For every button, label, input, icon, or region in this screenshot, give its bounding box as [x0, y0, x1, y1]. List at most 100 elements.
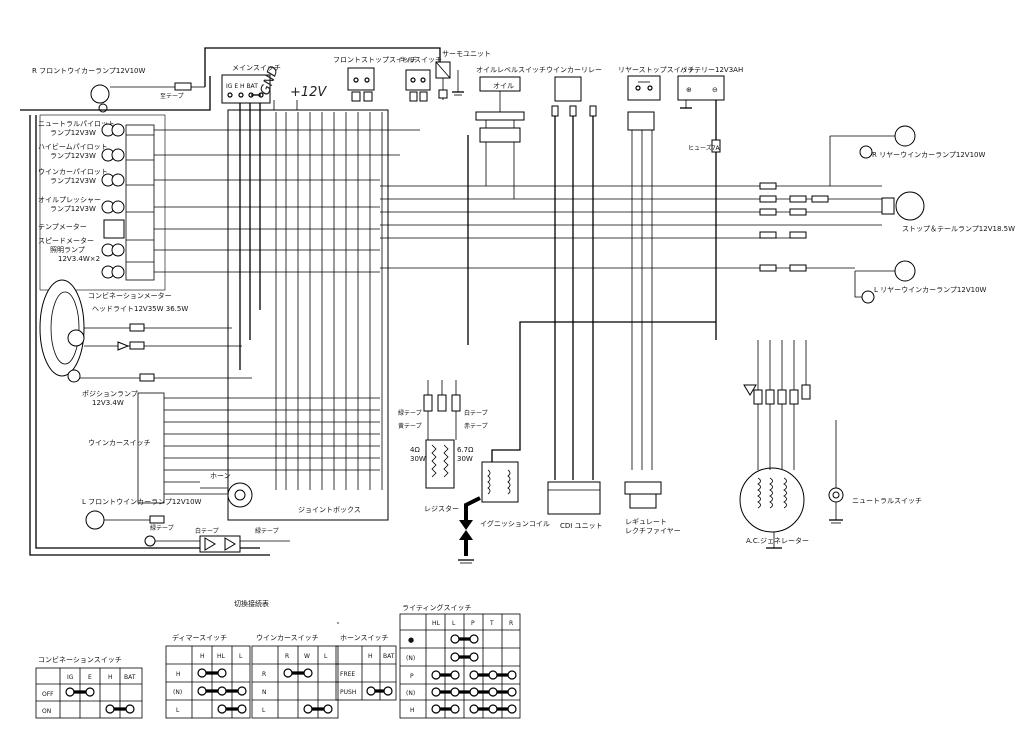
svg-text:H: H — [410, 707, 415, 714]
resistor-1-watt: 30W — [410, 455, 426, 463]
svg-text:E: E — [88, 674, 92, 681]
thermo-unit-label: サーモユニット — [442, 50, 491, 58]
svg-text:W: W — [304, 653, 310, 660]
svg-text:⊕: ⊕ — [686, 86, 692, 94]
position-lamp-label-b: 12V3.4W — [92, 399, 124, 407]
svg-text:(N): (N) — [406, 655, 415, 662]
svg-text:●: ● — [408, 636, 414, 644]
stop-tail-lamp: ストップ＆テールランプ12V18.5W — [881, 191, 1015, 233]
headlight-label: ヘッドライト12V35W 36.5W — [92, 305, 188, 313]
rear-harness — [380, 136, 882, 298]
harness-horizontals — [144, 129, 420, 471]
main-switch-label: メインスイッチ — [232, 64, 281, 72]
red-tape-label: 赤テープ — [464, 423, 488, 430]
rear-stop-label: リヤーストップスイッチ — [618, 66, 695, 74]
winker-pilot-label: ウインカーパイロット — [38, 168, 108, 176]
rear-stop-switch: リヤーストップスイッチ — [618, 66, 695, 131]
winker-relay: ウインカーリレー — [546, 66, 602, 117]
oil-pressure-label-b: ランプ12V3W — [50, 205, 96, 213]
svg-text:FREE: FREE — [340, 671, 355, 678]
neutral-switch: ニュートラルスイッチ — [828, 420, 922, 524]
l-front-winker-lamp: L フロントウインカーランプ12V10W 緑テープ 白テープ 緑テープ — [82, 498, 290, 553]
l-rear-winker-label: L リヤーウインカーランプ12V10W — [874, 286, 987, 294]
combination-switch-table: コンビネーションスイッチ IG E H BAT OFF ON — [35, 655, 143, 719]
main-switch: メインスイッチ IG E H BAT — [221, 64, 281, 104]
kill-switch: キルスイッチ — [400, 56, 442, 102]
plus12v-note: +12V — [290, 85, 327, 100]
combination-meter-label: コンビネーションメーター — [88, 291, 172, 300]
green-tape-label-2: 緑テープ — [255, 527, 279, 535]
combination-meter: ニュートラルパイロット ランプ12V3W ハイビームパイロット ランプ12V3W… — [38, 114, 172, 300]
svg-text:P: P — [471, 620, 475, 627]
thermo-unit: サーモユニット — [435, 50, 491, 100]
svg-text:ON: ON — [42, 708, 51, 715]
highbeam-pilot-label: ハイビームパイロット — [38, 142, 108, 151]
svg-text:H: H — [108, 674, 113, 681]
svg-text:L: L — [239, 653, 243, 660]
winker-switch: ウインカースイッチ — [88, 392, 200, 504]
svg-text:OFF: OFF — [42, 691, 54, 698]
winker-table-title: ウインカースイッチ — [256, 634, 319, 642]
svg-text:(N): (N) — [173, 689, 182, 696]
cdi-unit: CDI ユニット — [547, 481, 603, 530]
svg-text:(N): (N) — [406, 690, 415, 697]
resistor-1-ohm: 4Ω — [410, 446, 420, 454]
joint-box: ジョイントボックス — [227, 109, 389, 521]
svg-text:H: H — [176, 671, 181, 678]
position-lamp-label: ポジションランプ — [82, 390, 138, 398]
r-rear-winker-lamp: R リヤーウインカーランプ12V10W — [830, 125, 985, 159]
winker-pilot-label-b: ランプ12V3W — [50, 177, 96, 185]
svg-text:⊖: ⊖ — [712, 86, 718, 94]
kirikae-title: 切換接続表 — [234, 599, 269, 608]
temp-meter-label: テンプメーター — [38, 222, 87, 231]
front-stop-label: フロントストップスイッチ — [333, 56, 417, 64]
neutral-pilot-label: ニュートラルパイロット — [38, 120, 115, 128]
battery-label: バッテリー12V3AH — [680, 66, 743, 74]
oil-level-switch: オイルレベルスイッチ オイル — [475, 66, 546, 143]
svg-text:HL: HL — [432, 620, 441, 627]
svg-text:R: R — [509, 620, 513, 627]
winker-switch-table: ウインカースイッチ R W L R N L — [251, 634, 339, 719]
harness-verticals — [239, 103, 717, 490]
svg-text:BAT: BAT — [124, 674, 136, 681]
cdi-unit-label: CDI ユニット — [560, 522, 603, 530]
horn-table-title: ホーンスイッチ — [340, 634, 389, 642]
horn-label: ホーン — [210, 472, 231, 480]
svg-text:PUSH: PUSH — [340, 689, 356, 696]
ac-generator: A.C.ジェネレーター — [739, 340, 811, 549]
r-front-winker-lamp: R フロントウイカーランプ12V10W 至テープ — [32, 67, 205, 113]
svg-text:L: L — [452, 620, 456, 627]
svg-text:IG: IG — [67, 674, 74, 681]
winker-relay-label: ウインカーリレー — [546, 66, 602, 74]
svg-text:N: N — [262, 689, 267, 696]
oil-label: オイル — [493, 82, 514, 90]
fuse-label: ヒューズ7A — [688, 144, 721, 152]
ignition-coil: イグニッションコイル — [458, 321, 716, 564]
headlight: ヘッドライト12V35W 36.5W ポジションランプ 12V3.4W — [39, 279, 188, 407]
speedo-light-label: スピードメーター — [38, 236, 94, 245]
highbeam-pilot-label-b: ランプ12V3W — [50, 152, 96, 160]
oil-pressure-label: オイルプレッシャー — [38, 196, 101, 204]
front-stop-switch: フロントストップスイッチ — [333, 56, 417, 102]
svg-text:P: P — [410, 673, 414, 680]
regulator-rectifier: レギュレート レクチファイヤー — [624, 481, 681, 535]
svg-text:T: T — [489, 620, 494, 627]
dimmer-table-title: ディマースイッチ — [172, 633, 227, 642]
horn: ホーン — [200, 472, 253, 508]
yellow-tape-label: 黄テープ — [398, 422, 422, 430]
oil-level-label: オイルレベルスイッチ — [476, 66, 546, 74]
white-tape-label-1: 白テープ — [195, 527, 219, 535]
horn-switch-table: ホーンスイッチ H BAT FREE PUSH — [335, 634, 397, 701]
svg-text:L: L — [324, 653, 328, 660]
resistor-label: レジスター — [424, 504, 459, 513]
white-tape-label-2: 白テープ — [464, 409, 488, 417]
resistor-2-ohm: 6.7Ω — [457, 446, 474, 454]
speedo-light-label-b: 照明ランプ — [50, 246, 85, 254]
l-front-winker-label: L フロントウインカーランプ12V10W — [82, 498, 202, 506]
resistor: 白テープ 緑テープ 黄テープ 赤テープ 4Ω 30W 6.7Ω 30W レジスタ… — [398, 380, 488, 513]
neutral-pilot-label-b: ランプ12V3W — [50, 129, 96, 137]
r-rear-winker-label: R リヤーウインカーランプ12V10W — [872, 151, 985, 159]
ac-generator-label: A.C.ジェネレーター — [746, 536, 809, 545]
kill-switch-label: キルスイッチ — [400, 56, 442, 64]
